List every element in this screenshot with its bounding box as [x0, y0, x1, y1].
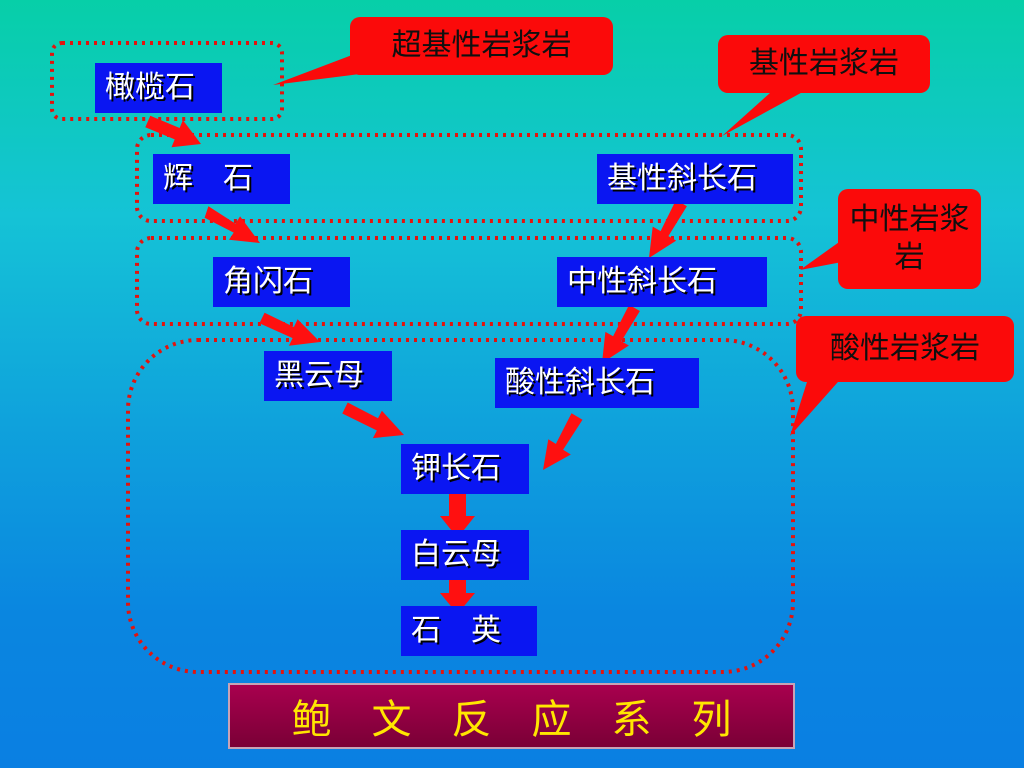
arrow-amphibole-to-biotite [259, 312, 320, 346]
ultrabasic-callout-tail [273, 52, 360, 85]
arrow-intermediate-to-acidic-plagioclase [602, 304, 640, 363]
arrow-biotite-to-k-feldspar [342, 402, 404, 439]
arrow-acidic-plagioclase-to-k-feldspar [543, 413, 583, 470]
acidic-group-boundary [126, 338, 795, 674]
acidic-callout-tail [790, 366, 845, 436]
mineral-amphibole: 角闪石 [213, 257, 350, 307]
mineral-intermediate-plagioclase: 中性斜长石 [557, 257, 767, 307]
diagram-title: 鲍文反应系列 [291, 697, 772, 743]
basic-callout-tail [722, 84, 810, 136]
intermediate-callout-tail [800, 240, 842, 270]
mineral-acidic-plagioclase: 酸性斜长石 [495, 358, 699, 408]
callout-basic: 基性岩浆岩 [718, 35, 930, 93]
arrows [145, 115, 687, 614]
mineral-pyroxene: 辉 石 [153, 154, 290, 204]
arrow-olivine-to-pyroxene [145, 115, 201, 148]
mineral-quartz: 石 英 [401, 606, 537, 656]
mineral-muscovite: 白云母 [401, 530, 529, 580]
mineral-biotite: 黑云母 [264, 351, 392, 401]
arrow-muscovite-to-quartz [440, 578, 475, 614]
arrow-pyroxene-to-amphibole [204, 206, 260, 243]
basic-group-boundary [135, 133, 803, 223]
title-bar: 鲍文反应系列 [228, 683, 795, 749]
mineral-k-feldspar: 钾长石 [401, 444, 529, 494]
mineral-basic-plagioclase: 基性斜长石 [597, 154, 793, 204]
arrow-k-feldspar-to-muscovite [440, 490, 475, 538]
callout-acidic: 酸性岩浆岩 [796, 316, 1014, 382]
ultrabasic-group-boundary [50, 41, 284, 121]
arrow-basic-to-intermediate-plagioclase [649, 199, 687, 258]
intermediate-group-boundary [135, 236, 803, 326]
callout-intermediate: 中性岩浆岩 [838, 189, 981, 289]
mineral-olivine: 橄榄石 [95, 63, 222, 113]
callout-ultrabasic: 超基性岩浆岩 [350, 17, 613, 75]
